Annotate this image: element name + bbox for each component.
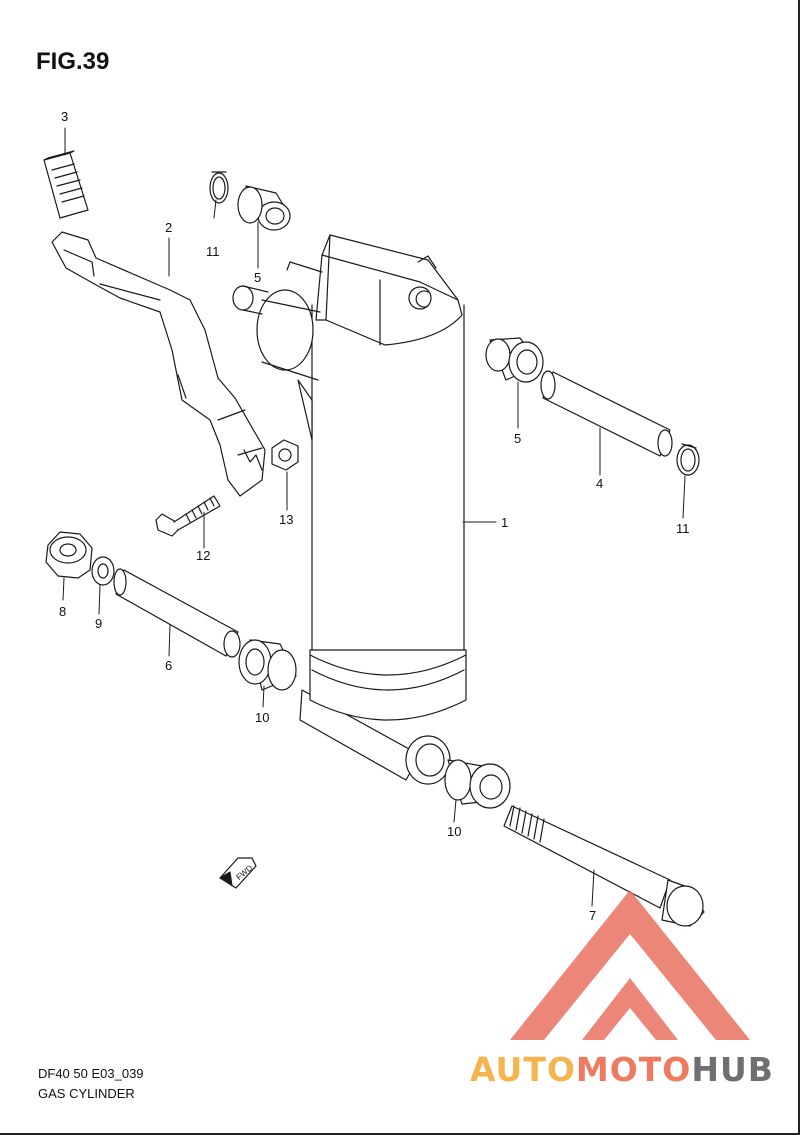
- automotohub-logo: [510, 890, 750, 1040]
- part-5-bushing-right: [485, 337, 544, 383]
- callout-13: 13: [279, 512, 293, 527]
- part-9-washer: [91, 556, 115, 586]
- part-10-bushing-left: [238, 639, 297, 691]
- callout-8: 8: [59, 604, 66, 619]
- figure-name: GAS CYLINDER: [38, 1086, 135, 1101]
- part-11-circlip-right: [676, 443, 700, 476]
- callout-2: 2: [165, 220, 172, 235]
- callouts: 1 2 3 4 5 5 6 7 8 9 10 10 11 11 12 13: [59, 109, 690, 923]
- part-1-gas-cylinder: [232, 234, 467, 785]
- part-6-pin: [113, 568, 241, 658]
- callout-3: 3: [61, 109, 68, 124]
- callout-7: 7: [589, 908, 596, 923]
- callout-9: 9: [95, 616, 102, 631]
- part-8-flange-nut: [45, 531, 93, 579]
- figure-title: FIG.39: [36, 48, 110, 75]
- watermark-brand: AUTOMOTOHUB: [470, 1050, 774, 1089]
- callout-1: 1: [501, 515, 508, 530]
- leader-lines: [62, 127, 686, 907]
- callout-5-right: 5: [514, 431, 521, 446]
- callout-4: 4: [596, 476, 603, 491]
- part-10-bushing-right: [444, 759, 511, 809]
- fwd-arrow-icon: FWD: [219, 857, 257, 889]
- callout-5-top: 5: [254, 270, 261, 285]
- part-3-pad: [43, 150, 89, 219]
- part-13-nut: [271, 439, 299, 471]
- watermark-part-hub: HUB: [691, 1050, 774, 1089]
- part-12-bolt: [155, 495, 221, 537]
- part-11-circlip-top: [209, 171, 229, 204]
- callout-11-top: 11: [206, 244, 220, 259]
- part-5-bushing-top: [237, 185, 291, 231]
- figure-code: DF40 50 E03_039: [38, 1066, 144, 1081]
- callout-11-right: 11: [676, 521, 690, 536]
- watermark-part-moto: MOTO: [575, 1050, 692, 1089]
- part-4-pin: [540, 370, 673, 457]
- callout-6: 6: [165, 658, 172, 673]
- callout-10-left: 10: [255, 710, 269, 725]
- watermark-part-auto: AUTO: [470, 1050, 576, 1089]
- callout-10-right: 10: [447, 824, 461, 839]
- part-2-lever: [51, 231, 266, 497]
- part-7-bolt: [503, 805, 705, 927]
- callout-12: 12: [196, 548, 210, 563]
